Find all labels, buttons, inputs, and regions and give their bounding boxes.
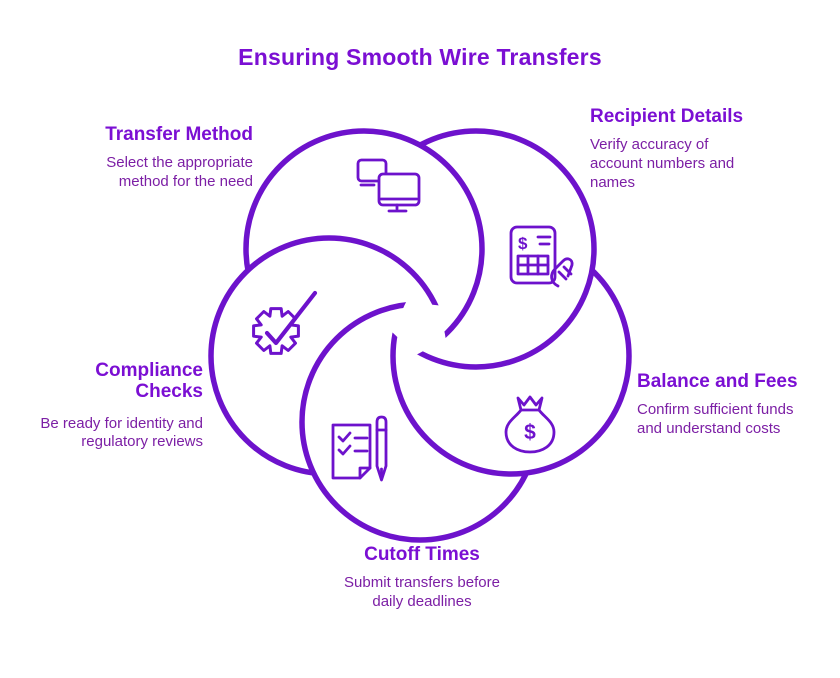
money-bag-icon: $ — [504, 395, 556, 454]
step-label: Cutoff Times — [364, 544, 480, 565]
step-cutoff-times: Cutoff Times Submit transfers before dai… — [330, 544, 514, 612]
circle-compliance-checks — [208, 235, 450, 477]
diagram-title: Ensuring Smooth Wire Transfers — [238, 44, 602, 70]
step-label: Compliance Checks — [95, 360, 203, 403]
circle-transfer-method — [243, 128, 485, 370]
step-description: Select the appropriate method for the ne… — [106, 154, 253, 191]
step-description: Verify accuracy of account numbers and n… — [590, 136, 735, 191]
step-label: Balance and Fees — [637, 371, 798, 392]
step-compliance-checks: Compliance Checks Be ready for identity … — [23, 360, 203, 452]
step-label: Transfer Method — [105, 124, 253, 145]
step-transfer-method: Transfer Method Select the appropriate m… — [57, 124, 253, 192]
dollar-sign: $ — [518, 234, 528, 253]
step-description: Be ready for identity and regulatory rev… — [40, 414, 203, 451]
monitors-icon — [356, 158, 421, 213]
receipt-hand-icon: $ — [509, 225, 574, 288]
circle-cutoff-times — [299, 301, 541, 543]
dollar-sign: $ — [524, 421, 536, 444]
step-label: Recipient Details — [590, 106, 744, 127]
checklist-pen-icon — [331, 415, 388, 482]
pinwheel-circles — [208, 128, 632, 543]
step-description: Submit transfers before daily deadlines — [344, 574, 500, 611]
circle-recipient-details — [355, 128, 597, 370]
step-recipient-details: Recipient Details Verify accuracy of acc… — [590, 106, 760, 193]
step-balance-and-fees: Balance and Fees Confirm sufficient fund… — [637, 371, 817, 439]
step-description: Confirm sufficient funds and understand … — [637, 401, 794, 438]
gear-check-icon — [252, 290, 318, 355]
